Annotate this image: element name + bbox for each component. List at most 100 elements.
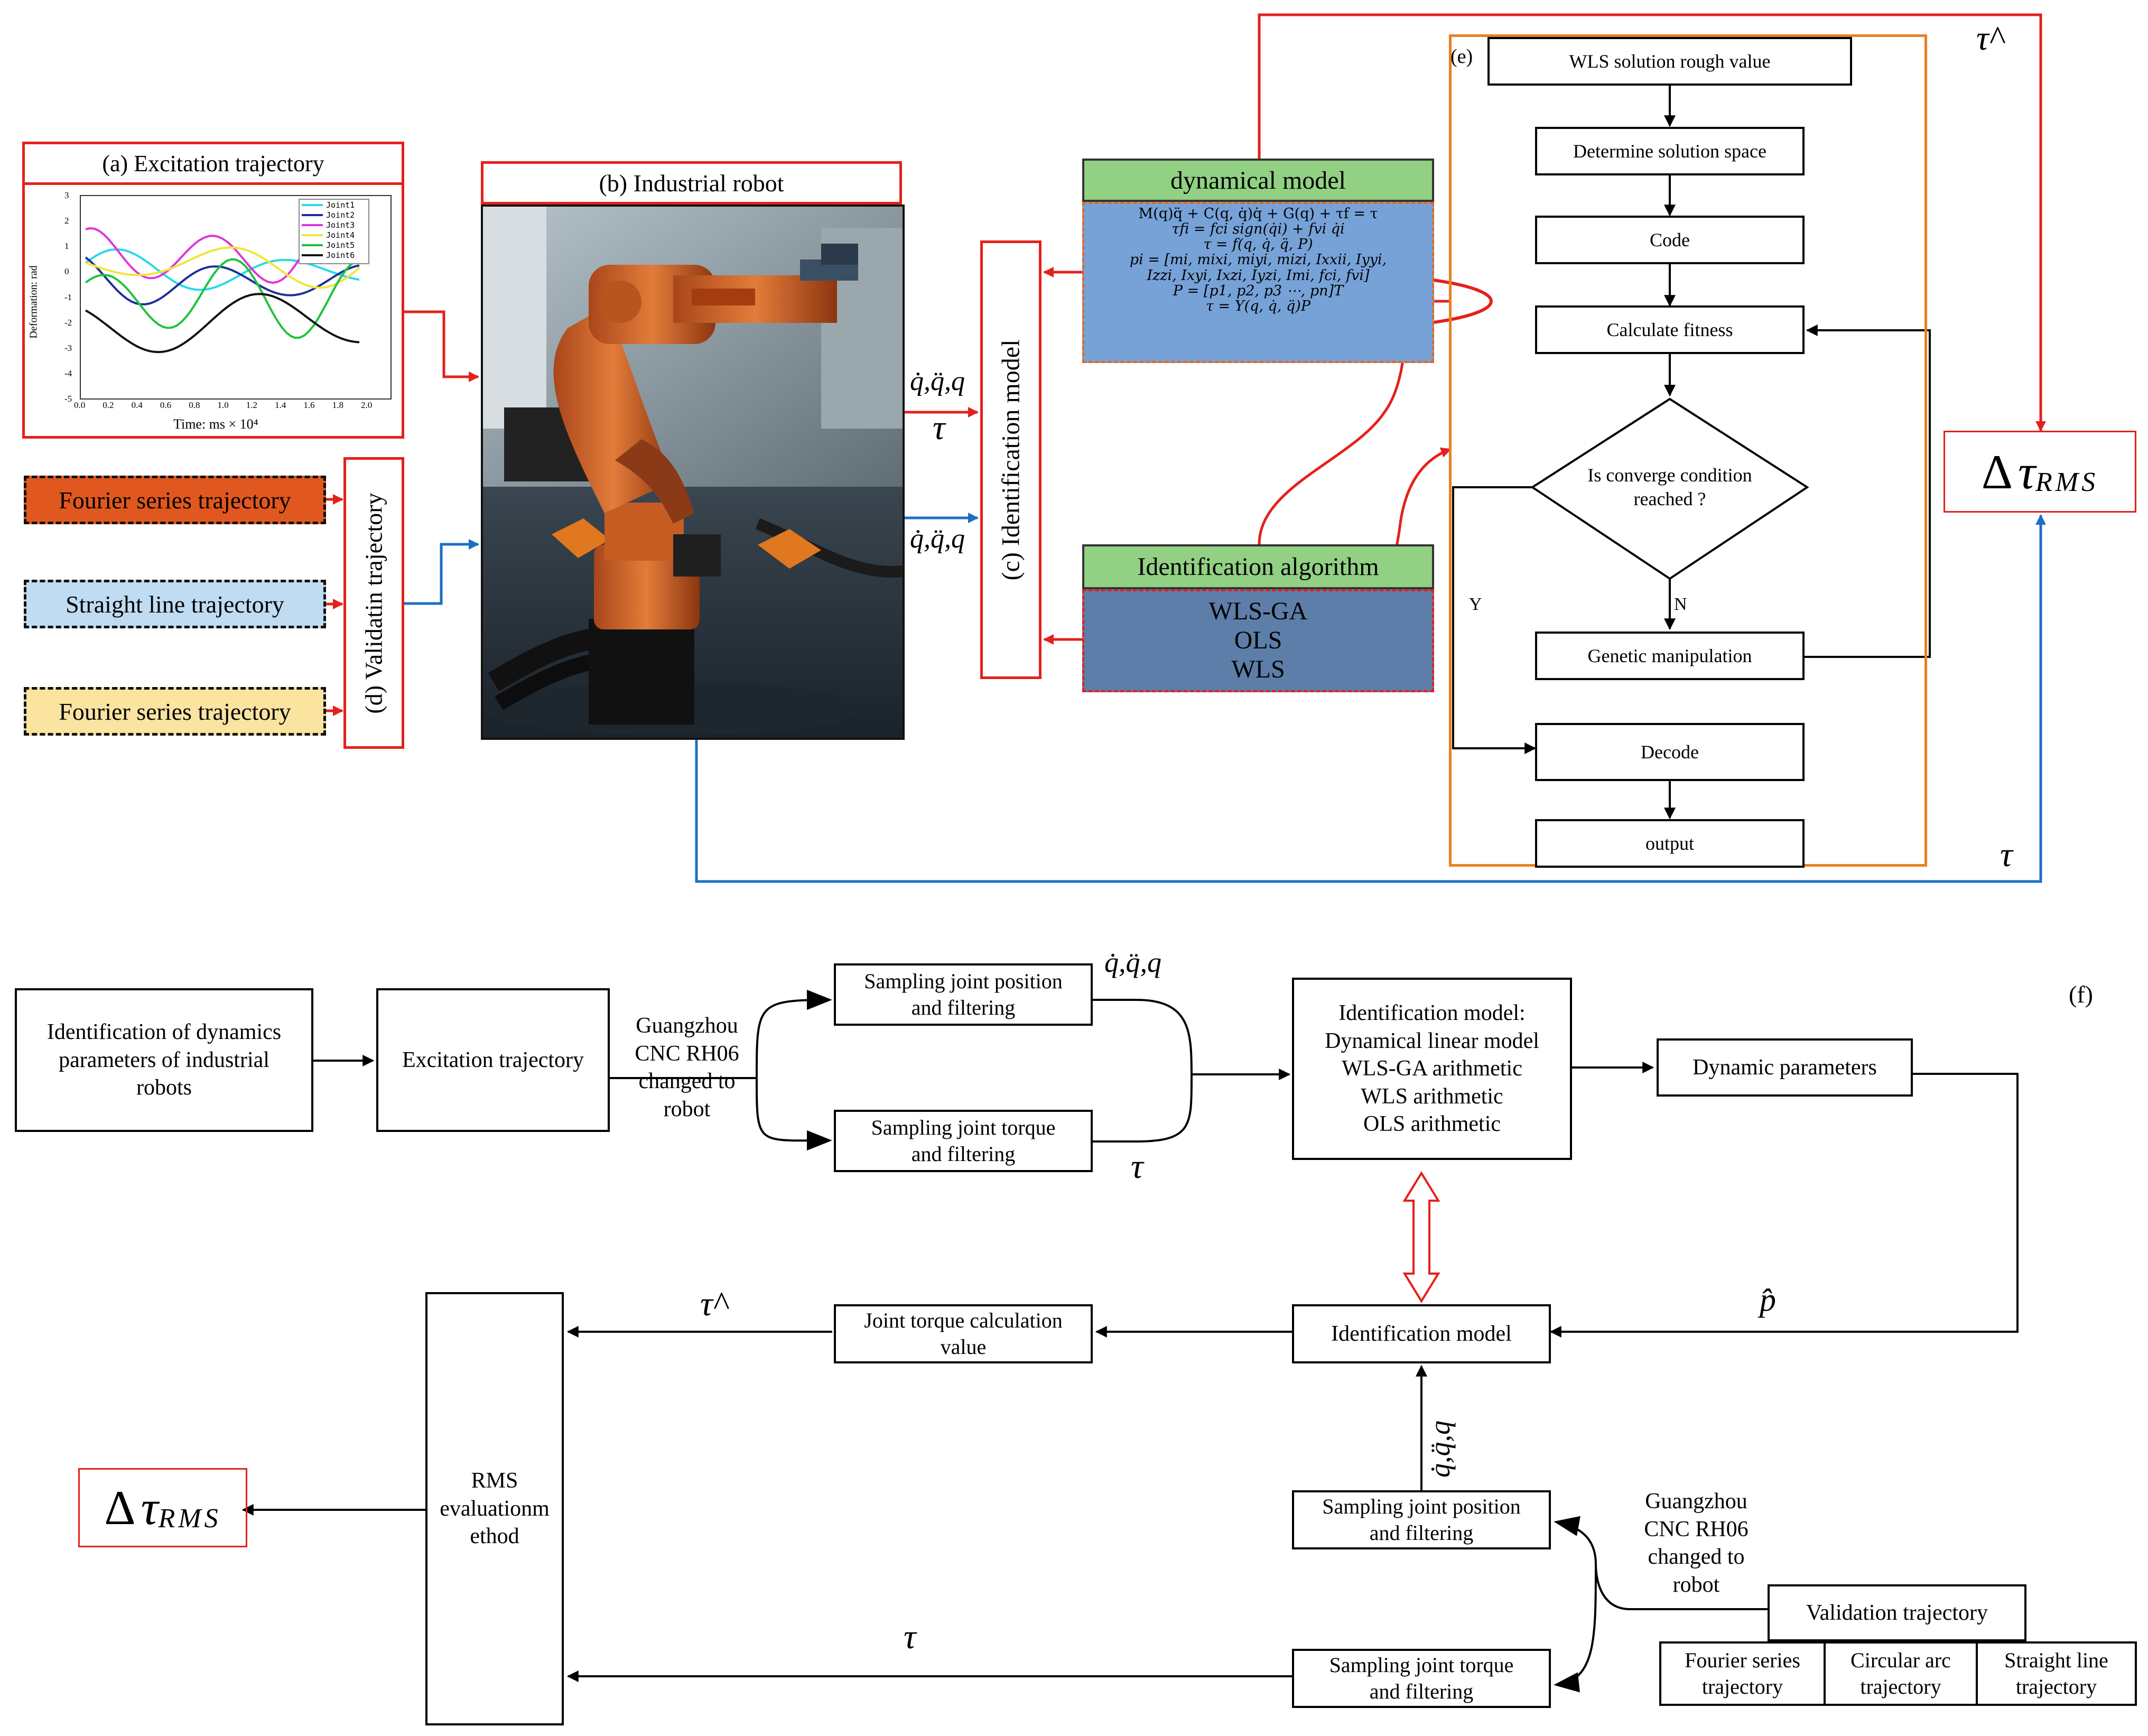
equation-3: τ = f(q, q̇, q̈, P) [1203, 236, 1313, 253]
top-tau-1: τ [933, 409, 945, 447]
equation-1: M(q)q̈ + C(q, q̇)q̇ + G(q) + τf = τ [1138, 206, 1378, 222]
x-tick-label: 0.2 [103, 400, 114, 410]
bottom-tau-hat: τ^ [700, 1285, 728, 1323]
x-tick-label: 0.0 [74, 400, 86, 410]
top-qdots-1: q̇,q̈,q⃛ [910, 366, 987, 396]
x-tick-label: 1.0 [217, 400, 229, 410]
dynamic-parameters-text: Dynamic parameters [1693, 1055, 1877, 1080]
flow-calc-fitness: Calculate fitness [1535, 305, 1805, 354]
top-tau-bottom: τ [2000, 835, 2013, 874]
excitation-xlabel: Time: ms × 10⁴ [173, 416, 258, 432]
bottom-sampling-torque-text: Sampling joint torque and filtering [1329, 1653, 1514, 1703]
validation-fourier-text: Fourier series trajectory [1685, 1648, 1800, 1698]
flow-calc-fitness-text: Calculate fitness [1606, 319, 1733, 340]
traj-fourier-2: Fourier series trajectory [24, 687, 326, 736]
validation-circular-text: Circular arc trajectory [1851, 1648, 1951, 1698]
identification-algorithm-title-text: Identification algorithm [1137, 553, 1379, 581]
legend-swatch [302, 224, 323, 226]
robot-photo [481, 205, 905, 740]
robot-illustration [483, 207, 903, 738]
x-tick-label: 2.0 [361, 400, 373, 410]
section-f-label: (f) [2069, 981, 2093, 1008]
id-model-detail-block: Identification model: Dynamical linear m… [1292, 978, 1572, 1160]
bottom-excitation-text: Excitation trajectory [402, 1048, 584, 1072]
excitation-title-box: (a) Excitation trajectory [22, 142, 404, 185]
bottom-sampling-position-text: Sampling joint position and filtering [1322, 1494, 1521, 1545]
legend-label: Joint6 [326, 250, 355, 260]
robot-title: (b) Industrial robot [599, 169, 784, 197]
series-line-joint6 [85, 293, 360, 354]
joint-torque-calc-block: Joint torque calculation value [834, 1304, 1093, 1363]
algorithm-ols: OLS [1234, 626, 1282, 655]
validation-fourier: Fourier series trajectory [1659, 1641, 1826, 1706]
rms-method-block: RMS evaluationm ethod [425, 1292, 564, 1725]
x-tick-label: 1.2 [246, 400, 258, 410]
legend-swatch [302, 254, 323, 256]
y-tick-label: 0 [64, 266, 69, 277]
bottom-tau-1: τ [1131, 1147, 1143, 1186]
plot-frame [80, 195, 392, 400]
identification-algorithm-title: Identification algorithm [1082, 544, 1434, 589]
traj-fourier-1: Fourier series trajectory [24, 476, 326, 524]
legend-label: Joint1 [326, 200, 355, 210]
y-tick-label: -1 [64, 292, 72, 302]
traj-fourier-2-label: Fourier series trajectory [59, 698, 291, 725]
legend-label: Joint4 [326, 230, 355, 240]
validation-straight-text: Straight line trajectory [2004, 1648, 2108, 1698]
flow-genetic-text: Genetic manipulation [1587, 645, 1752, 666]
legend-label: Joint3 [326, 220, 355, 230]
traj-straight-label: Straight line trajectory [66, 590, 284, 618]
equation-2: τfi = fci sign(q̇i) + fvi q̇i [1171, 221, 1345, 238]
bottom-robot-text-2: Guangzhou CNC RH06 changed to robot [1644, 1489, 1749, 1597]
flowchart-label: (e) [1450, 45, 1473, 68]
bottom-excitation-block: Excitation trajectory [376, 988, 610, 1132]
id-model-detail-text: Identification model: Dynamical linear m… [1325, 1001, 1539, 1137]
flow-output: output [1535, 819, 1805, 868]
legend-swatch [302, 244, 323, 246]
series-line-joint4 [85, 246, 360, 289]
y-tick-label: -3 [64, 342, 72, 353]
excitation-chart-frame [22, 182, 404, 439]
equation-4: pi = [mi, mixi, miyi, mizi, Ixxii, Iyyi, [1129, 252, 1387, 268]
equation-6: P = [p1, p2, p3 ⋯, pn]T [1173, 282, 1344, 299]
flow-solution-space-text: Determine solution space [1573, 141, 1766, 162]
algorithm-wls: WLS [1231, 655, 1285, 684]
y-tick-label: 2 [64, 216, 69, 226]
top-rms-delta: Δ [1981, 444, 2013, 499]
identification-model-box: (c) Identification model [980, 240, 1042, 679]
x-tick-label: 1.4 [275, 400, 286, 410]
bottom-rms-tau: τ [141, 1481, 159, 1535]
series-line-joint1 [85, 248, 360, 291]
traj-fourier-1-label: Fourier series trajectory [59, 486, 291, 514]
flow-converge-text: Is converge condition reached ? [1587, 465, 1752, 509]
legend-entry: Joint3 [300, 220, 368, 230]
dynamic-parameters-block: Dynamic parameters [1657, 1038, 1913, 1097]
flow-wls-rough: WLS solution rough value [1487, 37, 1852, 86]
y-tick-label: -5 [64, 394, 72, 404]
bottom-sampling-torque-block: Sampling joint torque and filtering [1292, 1649, 1551, 1708]
validation-trajectory-text: Validation trajectory [1806, 1601, 1988, 1625]
identification-algorithm-list: WLS-GA OLS WLS [1082, 589, 1434, 692]
algorithm-wls-ga: WLS-GA [1208, 597, 1308, 625]
x-tick-label: 0.6 [160, 400, 172, 410]
bottom-qdots-vertical: q̇,q̈,q⃛ [1424, 1398, 1456, 1478]
top-tau-hat: τ^ [1976, 19, 2004, 58]
validation-trajectory-box: (d) Validatin trajectory [343, 457, 404, 749]
bottom-rms-delta: Δ [104, 1481, 136, 1535]
top-rms-sub: RMS [2035, 467, 2099, 497]
top-qdots-2: q̇,q̈,q⃛ [910, 524, 987, 554]
x-tick-label: 1.6 [303, 400, 315, 410]
sampling-position-text: Sampling joint position and filtering [864, 969, 1063, 1019]
validation-straight: Straight line trajectory [1976, 1641, 2137, 1706]
equation-7: τ = Y(q, q̇, q̈)P [1206, 298, 1310, 314]
sampling-torque-block: Sampling joint torque and filtering [834, 1110, 1093, 1172]
flow-decode-text: Decode [1641, 741, 1699, 763]
x-tick-label: 0.4 [131, 400, 143, 410]
bottom-rms-sub: RMS [158, 1503, 221, 1534]
y-tick-label: 3 [64, 190, 69, 200]
robot-title-box: (b) Industrial robot [481, 161, 902, 205]
top-rms-tau: τ [2018, 444, 2035, 499]
